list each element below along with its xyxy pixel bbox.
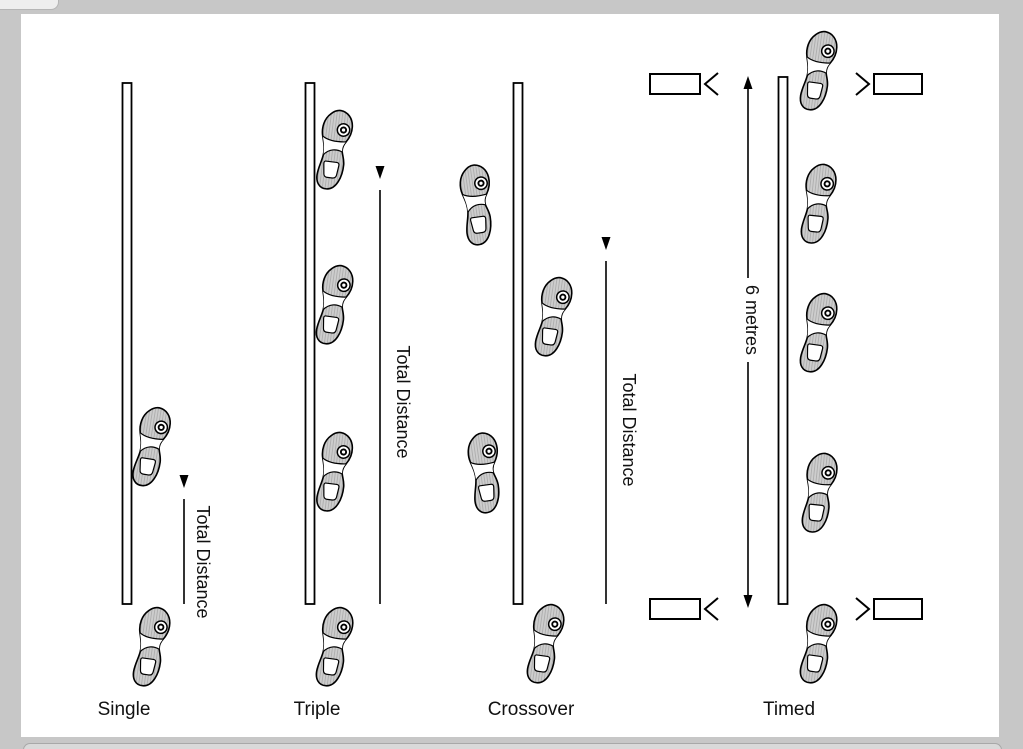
timing-gate-body: [873, 73, 923, 95]
runway-line-crossover: [512, 82, 524, 605]
next-panel-top-edge: [23, 743, 1002, 749]
footprint: [316, 431, 354, 512]
footprint: [315, 264, 354, 345]
footprint: [799, 292, 838, 373]
runway-line-timed: [777, 76, 789, 605]
total-distance-arrowhead: [601, 237, 611, 250]
footprint: [132, 406, 171, 487]
timing-gate-beam-icon: [703, 597, 719, 621]
timing-gate-body: [873, 598, 923, 620]
previous-panel-corner: [0, 0, 59, 10]
runway-line-single: [121, 82, 133, 605]
timing-gate-body: [649, 598, 701, 620]
footprint: [316, 109, 354, 190]
footprint: [801, 452, 838, 533]
footprint: [800, 163, 837, 244]
total-distance-arrowhead: [179, 475, 189, 488]
timing-gate-beam-icon: [855, 72, 871, 96]
footprint: [799, 30, 838, 111]
footprint: [459, 164, 492, 246]
six-metre-label: 6 metres: [742, 285, 762, 355]
column-label-triple: Triple: [294, 699, 341, 720]
footprint: [132, 606, 171, 687]
timing-gate-beam-icon: [855, 597, 871, 621]
timing-gate-beam-icon: [703, 72, 719, 96]
six-metre-arrowhead-top: [743, 76, 753, 89]
footprint: [799, 603, 838, 684]
column-label-single: Single: [98, 699, 151, 720]
total-distance-label: Total Distance: [619, 373, 639, 486]
runway-line-triple: [304, 82, 316, 605]
timing-gate-icon: [855, 72, 923, 96]
six-metre-arrowhead-bottom: [743, 595, 753, 608]
timing-gate-body: [649, 73, 701, 95]
column-label-crossover: Crossover: [488, 699, 575, 720]
total-distance-label: Total Distance: [393, 345, 413, 458]
total-distance-arrowhead: [375, 166, 385, 179]
footprint: [315, 606, 354, 687]
timing-gate-icon: [649, 72, 719, 96]
total-distance-label: Total Distance: [193, 505, 213, 618]
footprint: [526, 603, 565, 684]
timing-gate-icon: [649, 597, 719, 621]
footprint: [467, 432, 500, 514]
column-label-timed: Timed: [763, 699, 815, 720]
footprint: [534, 276, 573, 357]
timing-gate-icon: [855, 597, 923, 621]
